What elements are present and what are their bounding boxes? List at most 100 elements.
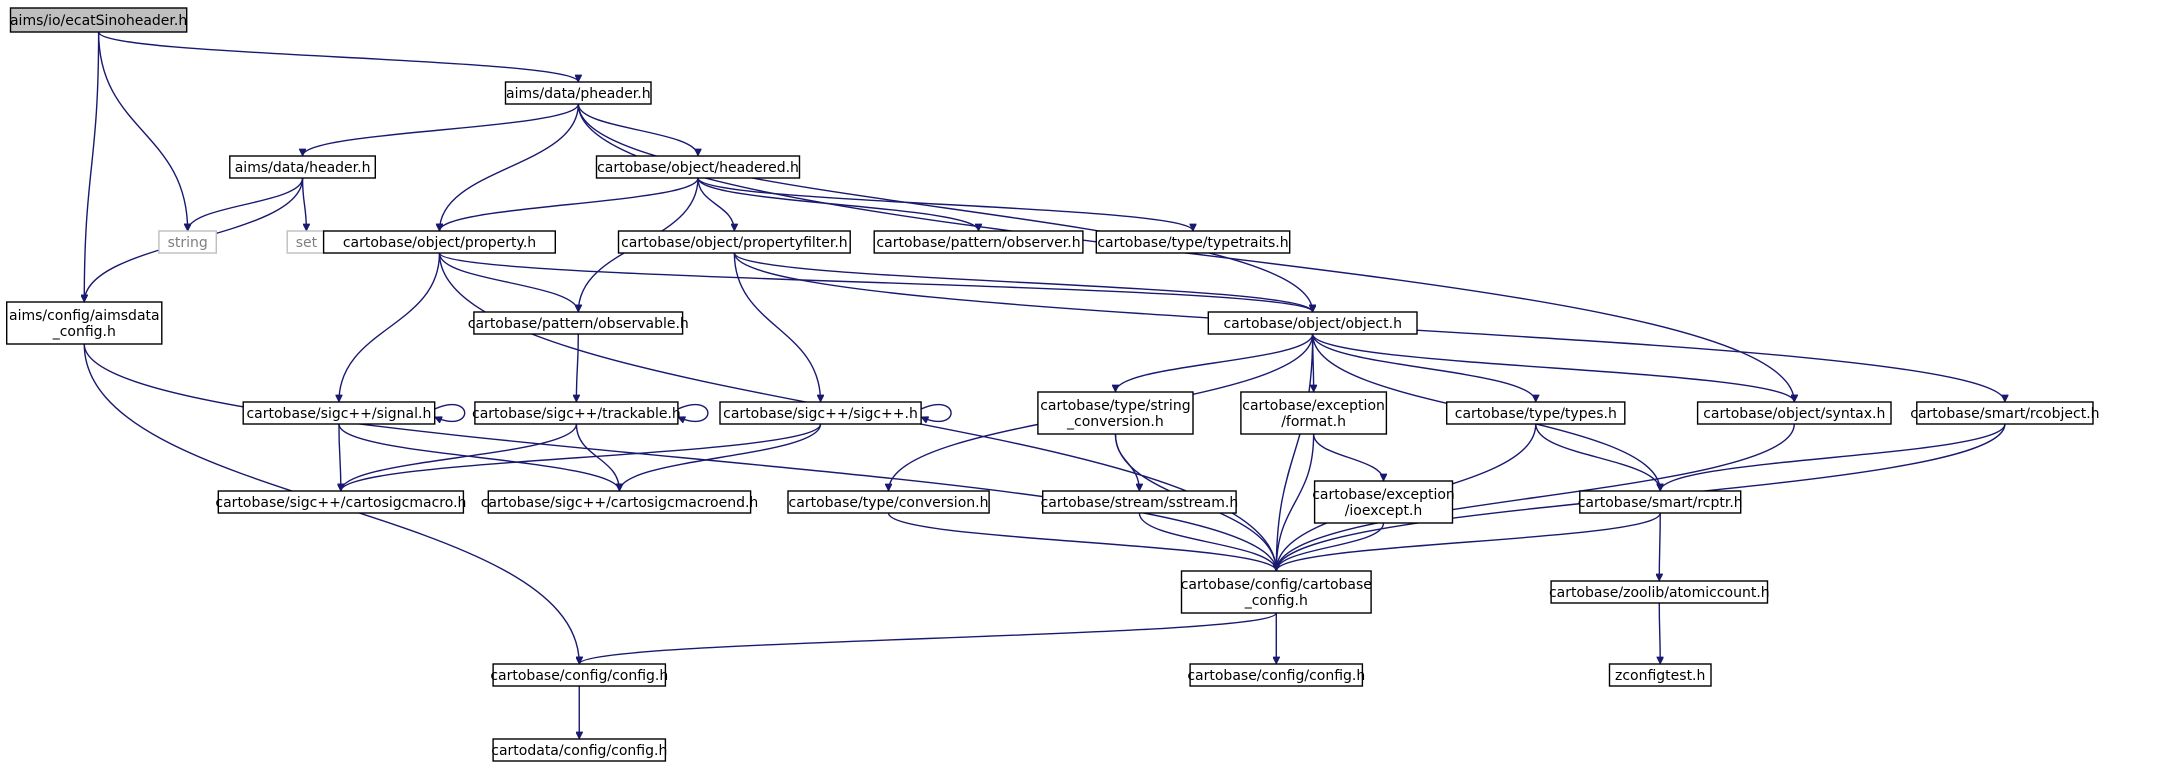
edge-ecatsinoheader-to-pheader xyxy=(97,31,579,82)
node-label: zconfigtest.h xyxy=(1615,668,1705,684)
node-box xyxy=(242,401,436,425)
edge-property-to-object xyxy=(438,252,1312,312)
node-set[interactable]: set xyxy=(286,230,327,254)
node-box xyxy=(1696,401,1892,425)
node-rcobject[interactable]: cartobase/smart/rcobject.h xyxy=(1910,401,2100,425)
edge-headered-to-typetraits xyxy=(697,177,1193,231)
edge-propertyfilter-to-object xyxy=(733,252,1312,312)
edge-exception_format-to-cartobase_config xyxy=(1276,433,1315,571)
node-box xyxy=(9,7,188,33)
edge-signal-to-cartosigcmacro xyxy=(339,423,341,491)
node-string[interactable]: string xyxy=(158,230,217,254)
edge-sigcpp-to-cartosigcmacroend xyxy=(619,423,822,491)
node-label: /format.h xyxy=(1281,414,1346,430)
node-box xyxy=(1579,490,1742,514)
node-label: cartobase/sigc++/trackable.h xyxy=(472,406,681,422)
node-ioexcept[interactable]: cartobase/exception/ioexcept.h xyxy=(1312,480,1455,524)
node-label: cartobase/type/typetraits.h xyxy=(1097,235,1288,251)
node-label: aims/data/header.h xyxy=(235,160,371,176)
node-header[interactable]: aims/data/header.h xyxy=(229,155,377,179)
node-label: /ioexcept.h xyxy=(1345,503,1423,519)
edge-object-to-cartobase_config xyxy=(1276,333,1314,571)
edge-pheader-to-property xyxy=(439,103,580,231)
node-trackable[interactable]: cartobase/sigc++/trackable.h xyxy=(472,401,681,425)
node-box xyxy=(1189,663,1364,687)
node-object[interactable]: cartobase/object/object.h xyxy=(1207,311,1418,335)
node-signal[interactable]: cartobase/sigc++/signal.h xyxy=(242,401,436,425)
node-exception_format[interactable]: cartobase/exception/format.h xyxy=(1240,391,1388,435)
node-label: cartobase/type/string xyxy=(1040,398,1190,414)
node-pheader[interactable]: aims/data/pheader.h xyxy=(504,81,652,105)
node-box xyxy=(1445,401,1626,425)
node-label: cartobase/config/config.h xyxy=(490,668,668,684)
node-label: cartobase/object/property.h xyxy=(343,235,536,251)
node-atomiccount[interactable]: cartobase/zoolib/atomiccount.h xyxy=(1549,580,1770,604)
node-box xyxy=(474,401,679,425)
node-box xyxy=(873,230,1084,254)
node-box xyxy=(1916,401,2094,425)
node-label: _config.h xyxy=(1244,593,1308,609)
node-rcptr[interactable]: cartobase/smart/rcptr.h xyxy=(1578,490,1743,514)
node-observable[interactable]: cartobase/pattern/observable.h xyxy=(468,311,689,335)
edge-sigcpp-to-cartosigcmacro xyxy=(341,423,822,491)
edge-trackable-to-trackable xyxy=(678,403,709,422)
node-aimsdata_config[interactable]: aims/config/aimsdata_config.h xyxy=(5,301,163,345)
node-label: cartobase/type/conversion.h xyxy=(789,495,989,511)
edge-ecatsinoheader-to-aimsdata_config xyxy=(84,31,100,302)
node-label: cartodata/config/config.h xyxy=(491,743,667,759)
node-box xyxy=(719,401,922,425)
node-property[interactable]: cartobase/object/property.h xyxy=(322,230,557,254)
edge-observable-to-trackable xyxy=(576,333,578,402)
node-conversion[interactable]: cartobase/type/conversion.h xyxy=(787,490,990,514)
node-ecatsinoheader[interactable]: aims/io/ecatSinoheader.h xyxy=(9,7,188,33)
edge-rcobject-to-rcptr xyxy=(1660,423,2006,491)
edge-trackable-to-cartosigcmacroend xyxy=(575,423,619,491)
node-cartobase_config[interactable]: cartobase/config/cartobase_config.h xyxy=(1181,570,1372,614)
node-observer[interactable]: cartobase/pattern/observer.h xyxy=(873,230,1084,254)
node-label: cartobase/sigc++/cartosigcmacroend.h xyxy=(481,495,759,511)
node-label: cartobase/stream/sstream.h xyxy=(1041,495,1239,511)
edge-ecatsinoheader-to-string xyxy=(97,31,188,231)
node-box xyxy=(1313,480,1454,524)
edge-headered-to-observer xyxy=(697,177,979,231)
node-headered[interactable]: cartobase/object/headered.h xyxy=(595,155,801,179)
node-label: cartobase/sigc++/signal.h xyxy=(246,406,431,422)
node-label: cartobase/type/types.h xyxy=(1455,406,1617,422)
node-box xyxy=(1037,391,1194,435)
node-config_right[interactable]: cartobase/config/config.h xyxy=(1187,663,1365,687)
node-syntax[interactable]: cartobase/object/syntax.h xyxy=(1696,401,1892,425)
edge-exception_format-to-ioexcept xyxy=(1312,433,1384,481)
edge-cartobase_config-to-config_left xyxy=(579,612,1277,664)
edge-object-to-string_conversion xyxy=(1115,333,1314,392)
node-zconfigtest[interactable]: zconfigtest.h xyxy=(1608,663,1712,687)
node-box xyxy=(158,230,217,254)
edge-pheader-to-headered xyxy=(577,103,698,156)
node-label: cartobase/zoolib/atomiccount.h xyxy=(1549,585,1770,601)
edge-propertyfilter-to-sigcpp xyxy=(733,252,820,402)
node-label: _conversion.h xyxy=(1066,414,1164,430)
node-label: _config.h xyxy=(52,324,116,340)
edge-types-to-rcptr xyxy=(1535,423,1660,491)
node-config_left[interactable]: cartobase/config/config.h xyxy=(490,663,668,687)
edge-trackable-to-cartosigcmacro xyxy=(341,423,578,491)
edge-headered-to-propertyfilter xyxy=(697,177,734,231)
node-box xyxy=(1207,311,1418,335)
edge-ioexcept-to-cartobase_config xyxy=(1276,522,1385,571)
node-cartodata_config[interactable]: cartodata/config/config.h xyxy=(491,738,667,762)
node-label: aims/io/ecatSinoheader.h xyxy=(10,13,187,29)
node-label: cartobase/pattern/observer.h xyxy=(876,235,1080,251)
node-cartosigcmacroend[interactable]: cartobase/sigc++/cartosigcmacroend.h xyxy=(481,490,759,514)
node-label: cartobase/object/propertyfilter.h xyxy=(621,235,848,251)
node-string_conversion[interactable]: cartobase/type/string_conversion.h xyxy=(1037,391,1194,435)
node-sstream[interactable]: cartobase/stream/sstream.h xyxy=(1041,490,1239,514)
node-cartosigcmacro[interactable]: cartobase/sigc++/cartosigcmacro.h xyxy=(215,490,466,514)
node-sigcpp[interactable]: cartobase/sigc++/sigc++.h xyxy=(719,401,922,425)
edge-header-to-set xyxy=(301,177,307,231)
node-box xyxy=(787,490,990,514)
node-types[interactable]: cartobase/type/types.h xyxy=(1445,401,1626,425)
edge-property-to-observable xyxy=(438,252,578,312)
node-propertyfilter[interactable]: cartobase/object/propertyfilter.h xyxy=(617,230,851,254)
node-typetraits[interactable]: cartobase/type/typetraits.h xyxy=(1095,230,1291,254)
node-box xyxy=(492,738,667,762)
node-label: cartobase/sigc++/sigc++.h xyxy=(723,406,918,422)
